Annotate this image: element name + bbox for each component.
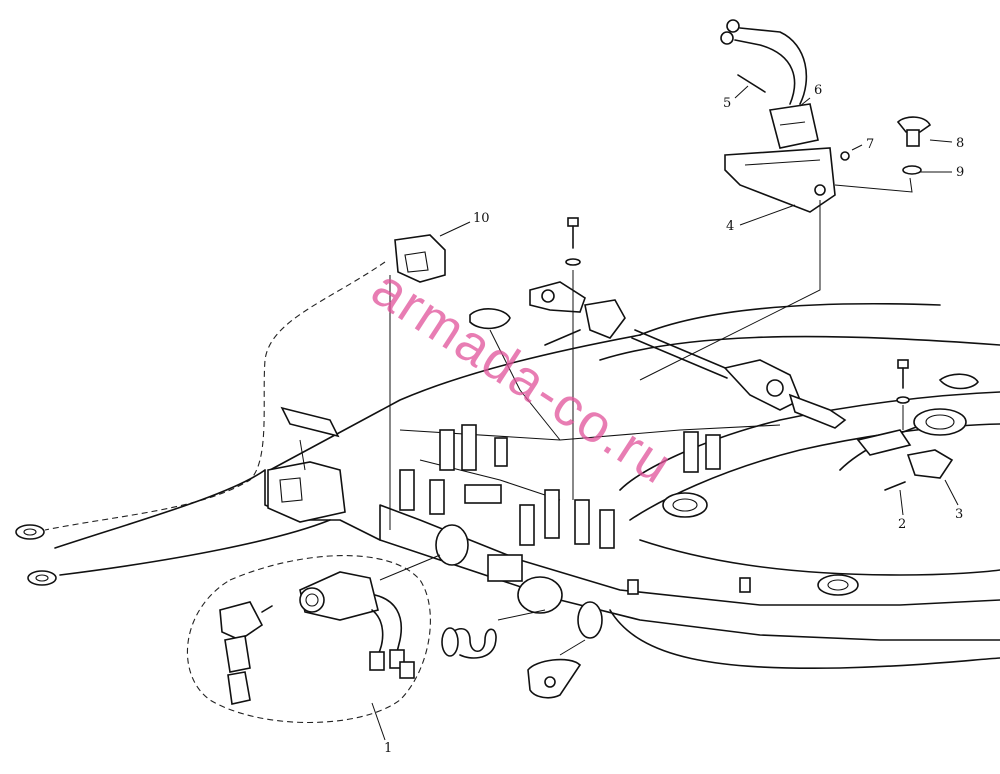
battery-cables <box>15 261 386 586</box>
relay-bracket-assembly <box>720 19 932 213</box>
assembly-lines <box>299 177 913 656</box>
callout-7: 7 <box>866 137 874 152</box>
callout-6: 6 <box>814 83 822 98</box>
lower-cowling <box>264 302 1000 670</box>
callout-8: 8 <box>956 136 964 151</box>
leader-lines <box>371 85 959 741</box>
callout-4: 4 <box>726 219 734 234</box>
shift-shaft-assembly <box>529 281 954 479</box>
callout-1: 1 <box>384 741 392 756</box>
key-switch-kit <box>187 555 582 723</box>
callout-10: 10 <box>473 211 490 226</box>
bolt-top <box>565 217 581 266</box>
callout-2: 2 <box>898 517 906 532</box>
callout-9: 9 <box>956 165 964 180</box>
callout-3: 3 <box>955 507 963 522</box>
watermark: armada-co.ru <box>361 258 683 496</box>
rubber-pad <box>280 406 340 438</box>
cap <box>469 308 511 330</box>
callout-5: 5 <box>723 96 731 111</box>
bolt-right <box>884 359 910 491</box>
part-10-fuse-holder <box>394 234 446 283</box>
